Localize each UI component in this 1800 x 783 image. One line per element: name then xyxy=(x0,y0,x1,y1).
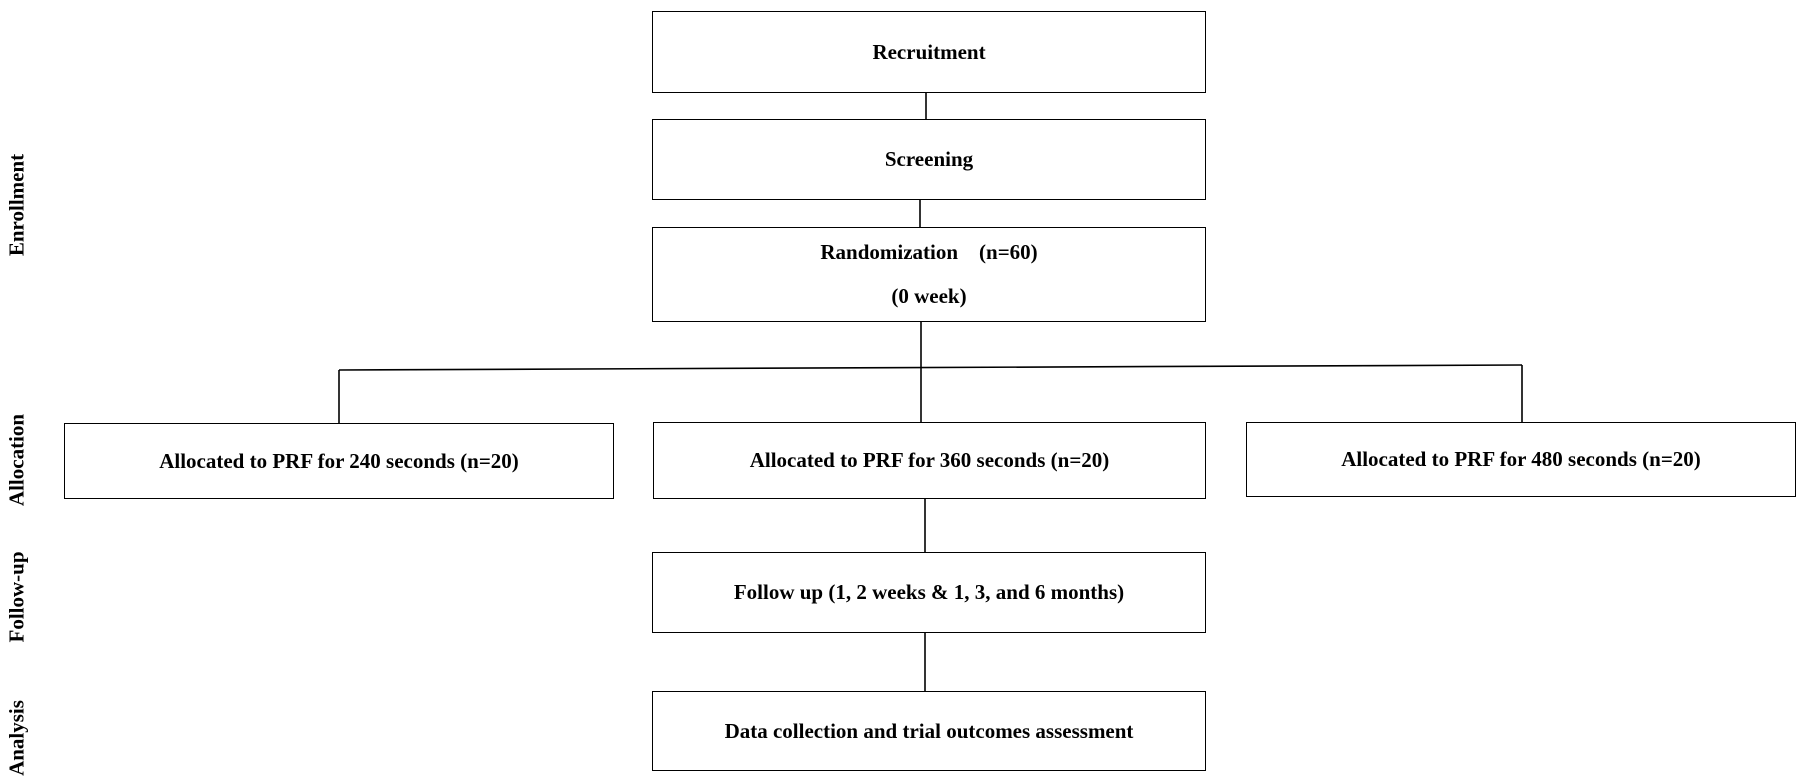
arm-240-box: Allocated to PRF for 240 seconds (n=20) xyxy=(64,423,614,499)
follow-up-label: Follow up (1, 2 weeks & 1, 3, and 6 mont… xyxy=(733,580,1125,604)
recruitment-box: Recruitment xyxy=(652,11,1206,93)
stage-label-allocation: Allocation xyxy=(4,413,29,507)
stage-label-analysis: Analysis xyxy=(4,700,29,776)
screening-label: Screening xyxy=(884,147,974,171)
randomization-box: Randomization (n=60) (0 week) xyxy=(652,227,1206,322)
follow-up-box: Follow up (1, 2 weeks & 1, 3, and 6 mont… xyxy=(652,552,1206,633)
arm-480-label: Allocated to PRF for 480 seconds (n=20) xyxy=(1341,447,1701,471)
analysis-label: Data collection and trial outcomes asses… xyxy=(724,718,1134,743)
screening-box: Screening xyxy=(652,119,1206,200)
recruitment-label: Recruitment xyxy=(872,39,986,64)
arm-240-label: Allocated to PRF for 240 seconds (n=20) xyxy=(159,448,519,473)
stage-label-follow-up: Follow-up xyxy=(4,551,29,643)
connector-branch-horizontal xyxy=(338,364,1523,371)
stage-label-enrollment: Enrollment xyxy=(4,153,29,257)
arm-480-box: Allocated to PRF for 480 seconds (n=20) xyxy=(1246,422,1796,497)
arm-360-box: Allocated to PRF for 360 seconds (n=20) xyxy=(653,422,1206,499)
randomization-week-label: (0 week) xyxy=(891,284,967,308)
arm-360-label: Allocated to PRF for 360 seconds (n=20) xyxy=(749,448,1110,472)
randomization-label: Randomization (n=60) xyxy=(820,240,1038,264)
analysis-box: Data collection and trial outcomes asses… xyxy=(652,691,1206,771)
